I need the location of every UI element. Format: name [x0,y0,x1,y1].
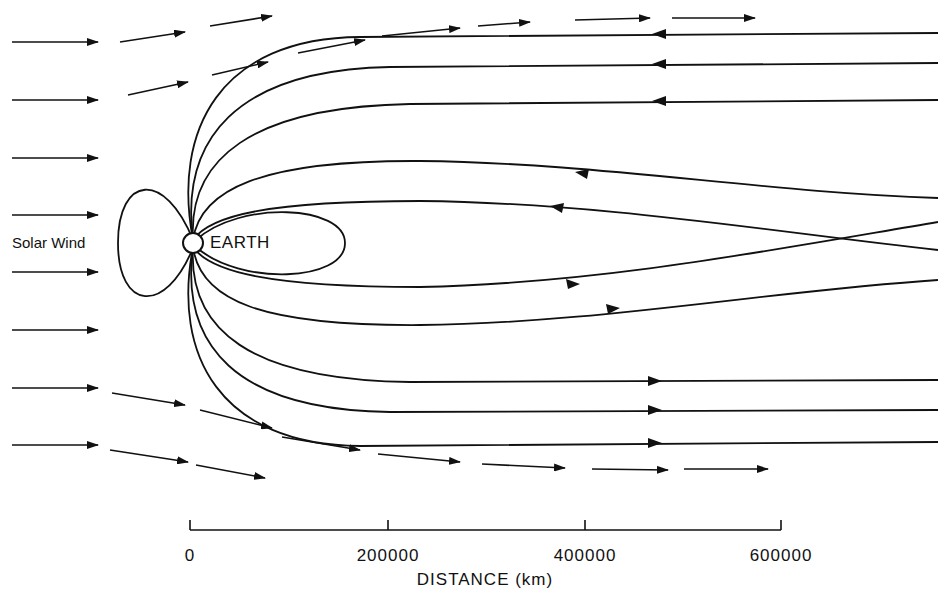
solar-wind-label: Solar Wind [10,235,87,252]
axis-tick-label: 600000 [748,547,815,566]
earth-circle [181,231,205,255]
field-lines [118,33,938,446]
earth-node: EARTH [181,231,205,255]
axis-tick-label: 0 [183,547,197,566]
axis-tick-label: 200000 [355,547,422,566]
axis-tick-label: 400000 [552,547,619,566]
axis-title: DISTANCE (km) [415,571,555,590]
solar-wind-arrows [12,16,768,478]
earth-label: EARTH [208,234,272,253]
field-arrowheads [550,29,666,448]
distance-axis [190,520,781,530]
